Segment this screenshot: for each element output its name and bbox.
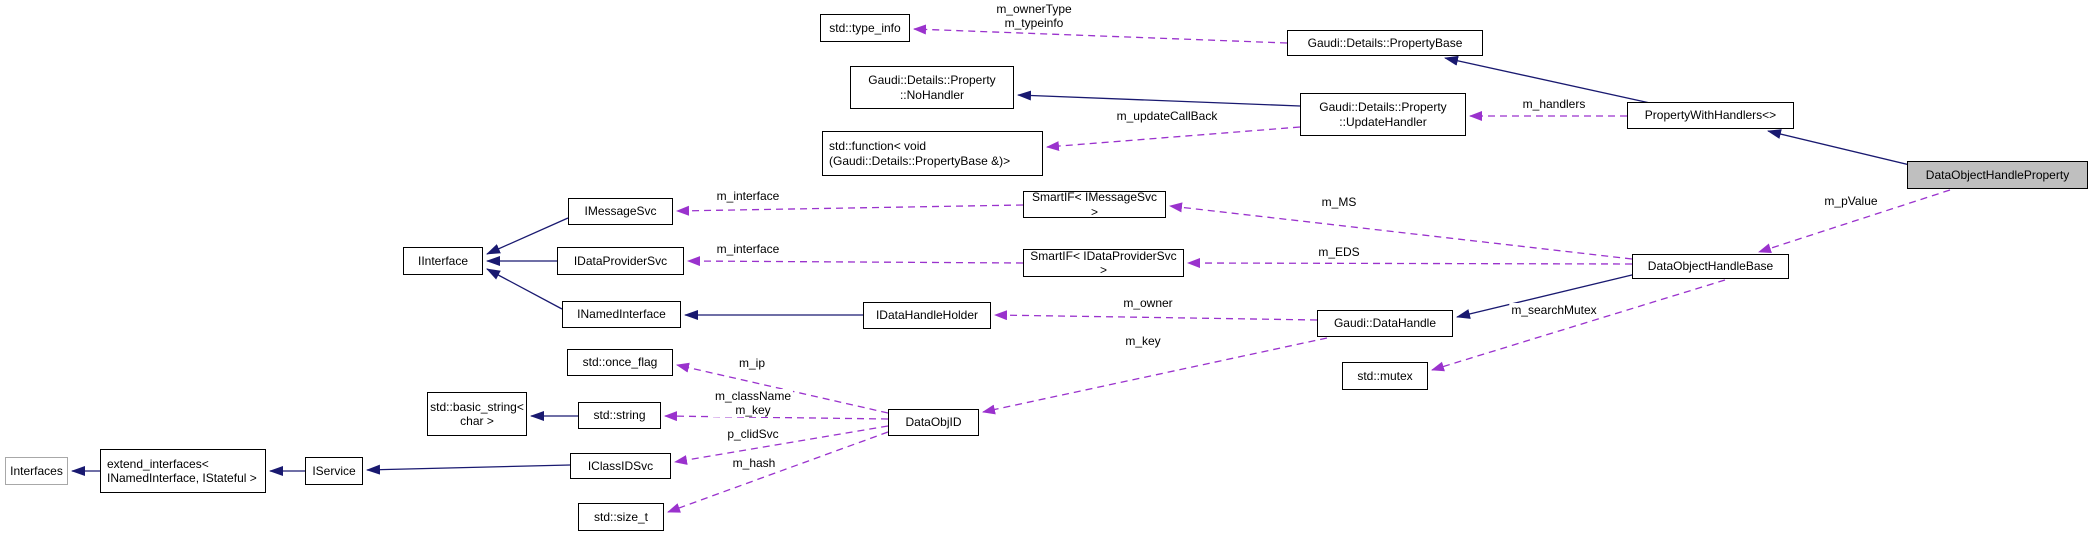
edge-datahandle-to-idatahandleholder <box>994 310 1318 321</box>
edge-iclassidsvc-to-iservice <box>366 464 571 475</box>
edge-smartifms-to-imessagesvc <box>676 204 1024 216</box>
edge-dohb-to-smartifeds <box>1187 258 1633 269</box>
edge-label-m-classname-m-key: m_className m_key <box>712 389 794 417</box>
edge-label-m-key-datahandle: m_key <box>1123 334 1163 348</box>
edge-dataobjid-to-iclassidsvc <box>674 425 889 465</box>
edge-dohb-to-smartifms <box>1169 202 1633 260</box>
edge-label-m-interface-bottom: m_interface <box>714 242 782 256</box>
node-std-string[interactable]: std::string <box>578 402 661 429</box>
edge-updatehandler-to-stdfunction <box>1046 126 1301 152</box>
edge-dohp-to-pwh <box>1767 129 1911 166</box>
node-std-basic-string[interactable]: std::basic_string< char > <box>427 392 527 436</box>
edge-label-m-eds: m_EDS <box>1316 245 1362 259</box>
node-gaudi-details-property-updatehandler[interactable]: Gaudi::Details::Property ::UpdateHandler <box>1300 93 1466 136</box>
edge-smartifeds-to-idataprovidersvc <box>687 256 1024 267</box>
node-std-type-info[interactable]: std::type_info <box>820 14 910 42</box>
node-extend-interfaces[interactable]: extend_interfaces< INamedInterface, ISta… <box>100 449 266 493</box>
edge-dataobjid-to-string <box>664 411 889 422</box>
edge-label-m-handlers: m_handlers <box>1520 97 1588 111</box>
node-gaudi-details-property-nohandler[interactable]: Gaudi::Details::Property ::NoHandler <box>850 66 1014 109</box>
node-dataobjecthandleproperty[interactable]: DataObjectHandleProperty <box>1907 161 2088 189</box>
edge-dataobjid-to-sizet <box>667 431 889 513</box>
node-dataobjecthandlebase[interactable]: DataObjectHandleBase <box>1632 254 1789 279</box>
edge-label-m-ownertype-m-typeinfo: m_ownerType m_typeinfo <box>994 2 1074 30</box>
node-interfaces[interactable]: Interfaces <box>5 457 68 485</box>
node-std-size-t[interactable]: std::size_t <box>578 503 664 531</box>
node-iclassidsvc[interactable]: IClassIDSvc <box>570 453 671 479</box>
edge-label-m-ip: m_ip <box>736 356 768 370</box>
node-std-mutex[interactable]: std::mutex <box>1342 362 1428 390</box>
edge-label-m-ms: m_MS <box>1319 195 1359 209</box>
node-idatahandleholder[interactable]: IDataHandleHolder <box>863 302 991 329</box>
edge-updatehandler-to-nohandler <box>1017 90 1301 107</box>
edge-dohb-to-datahandle <box>1456 273 1637 319</box>
node-iservice[interactable]: IService <box>305 457 363 485</box>
edge-pwh-to-propertybase <box>1444 55 1651 104</box>
node-idataprovidersvc[interactable]: IDataProviderSvc <box>557 247 684 275</box>
node-imessagesvc[interactable]: IMessageSvc <box>568 198 673 225</box>
edge-inamedinterface-to-iinterface <box>486 268 563 310</box>
node-std-function[interactable]: std::function< void (Gaudi::Details::Pro… <box>822 131 1043 176</box>
edge-datahandle-to-dataobjid <box>982 337 1328 415</box>
edge-label-m-updatecallback: m_updateCallBack <box>1114 109 1220 123</box>
node-dataobjid[interactable]: DataObjID <box>888 409 979 436</box>
edge-dohb-to-mutex <box>1431 279 1726 372</box>
node-inamedinterface[interactable]: INamedInterface <box>562 301 681 328</box>
edge-label-p-clidsvc: p_clidSvc <box>725 427 781 441</box>
node-smartif-imessagesvc[interactable]: SmartIF< IMessageSvc > <box>1023 190 1166 219</box>
edge-label-m-interface-top: m_interface <box>714 189 782 203</box>
edge-label-m-searchmutex: m_searchMutex <box>1509 303 1599 317</box>
edge-label-m-pvalue: m_pValue <box>1822 194 1880 208</box>
node-iinterface[interactable]: IInterface <box>403 247 483 275</box>
node-gaudi-datahandle[interactable]: Gaudi::DataHandle <box>1317 310 1453 337</box>
edge-label-m-hash: m_hash <box>730 456 778 470</box>
edge-propertybase-to-typeinfo <box>913 24 1288 44</box>
edge-imessagesvc-to-iinterface <box>486 217 569 255</box>
node-propertywithhandlers[interactable]: PropertyWithHandlers<> <box>1627 102 1794 129</box>
node-std-once-flag[interactable]: std::once_flag <box>567 349 673 376</box>
edge-label-m-owner: m_owner <box>1121 296 1175 310</box>
edge-dohp-to-dohb <box>1758 189 1951 254</box>
node-smartif-idataprovidersvc[interactable]: SmartIF< IDataProviderSvc > <box>1023 249 1184 277</box>
node-gaudi-details-propertybase[interactable]: Gaudi::Details::PropertyBase <box>1287 30 1483 56</box>
